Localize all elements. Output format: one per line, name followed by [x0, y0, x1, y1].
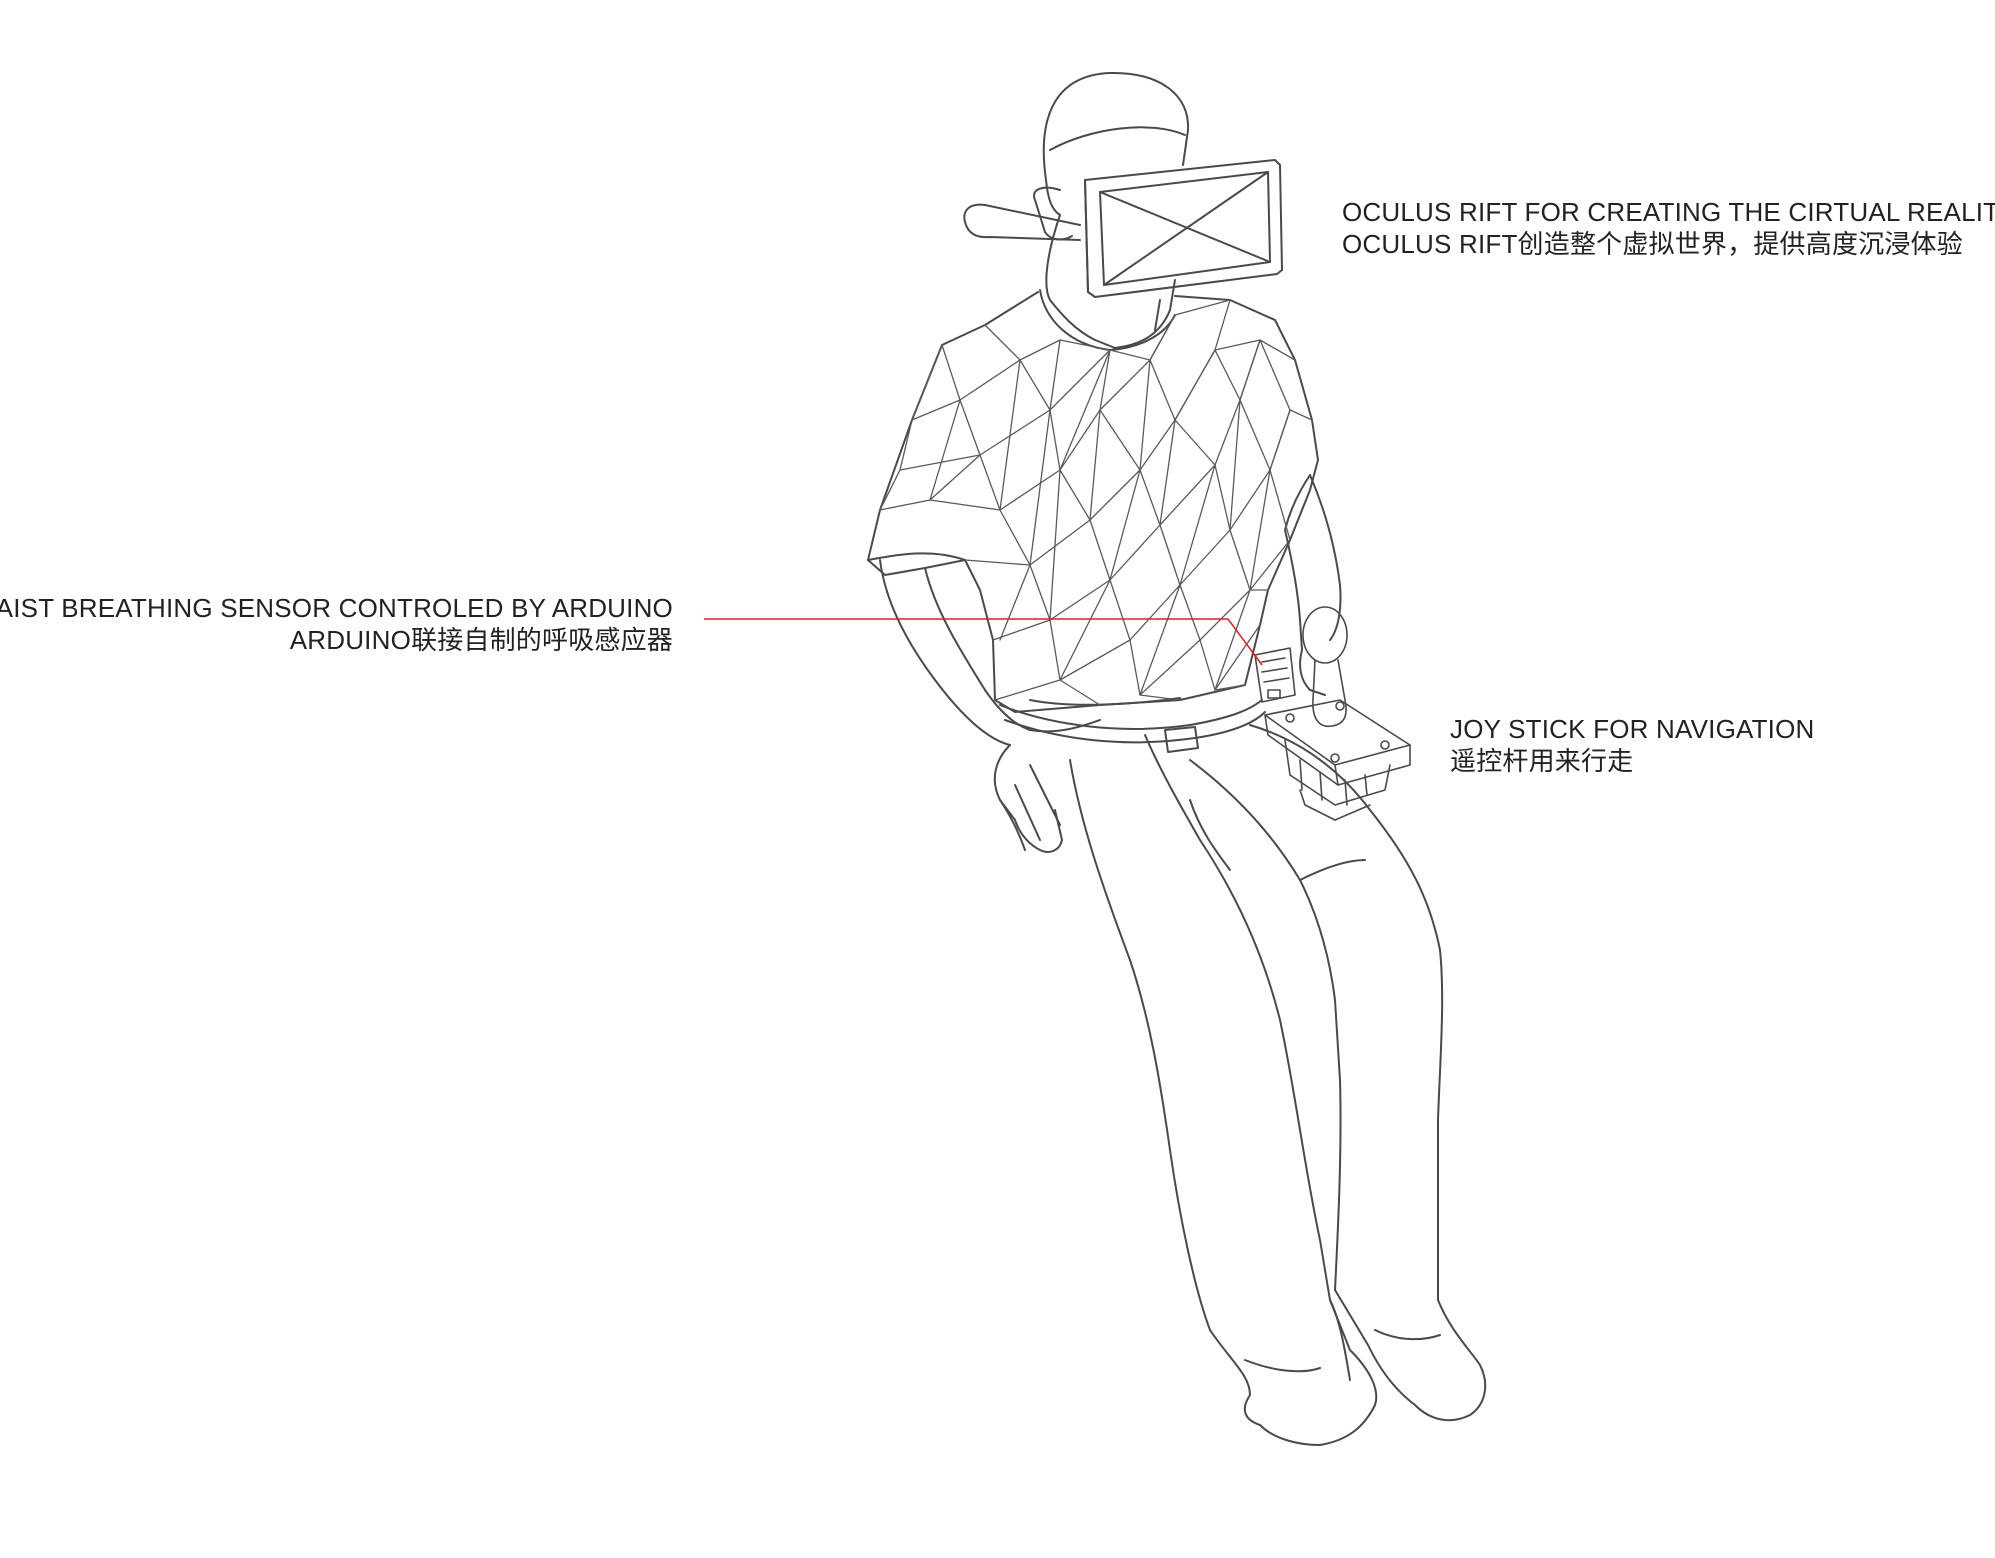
right-arm [1284, 474, 1342, 696]
joystick-icon [1264, 606, 1411, 821]
shirt-mesh [879, 299, 1313, 706]
joystick-annotation-line1: JOY STICK FOR NAVIGATION [1450, 714, 1815, 744]
oculus-annotation-line1: OCULUS RIFT FOR CREATING THE CIRTUAL REA… [1342, 197, 1995, 227]
legs [1069, 724, 1444, 1331]
waist-sensor-annotation: WAIST BREATHING SENSOR CONTROLED BY ARDU… [0, 592, 673, 656]
oculus-annotation-line2: OCULUS RIFT创造整个虚拟世界，提供高度沉浸体验 [1342, 229, 1963, 259]
t-shirt [867, 291, 1319, 713]
shoes [1209, 1289, 1487, 1446]
breathing-sensor-icon [1254, 647, 1296, 703]
waist-annotation-line2: ARDUINO联接自制的呼吸感应器 [289, 625, 673, 655]
belt [999, 699, 1266, 753]
head [1042, 71, 1190, 349]
oculus-rift-annotation: OCULUS RIFT FOR CREATING THE CIRTUAL REA… [1342, 196, 1995, 260]
joystick-annotation-line2: 遥控杆用来行走 [1450, 746, 1634, 776]
waist-leader-line [704, 618, 1263, 666]
vr-headset-icon [1084, 159, 1283, 298]
left-arm [879, 559, 1101, 853]
headset-strap [963, 186, 1081, 241]
waist-annotation-line1: WAIST BREATHING SENSOR CONTROLED BY ARDU… [0, 593, 673, 623]
joystick-annotation: JOY STICK FOR NAVIGATION 遥控杆用来行走 [1450, 713, 1815, 777]
